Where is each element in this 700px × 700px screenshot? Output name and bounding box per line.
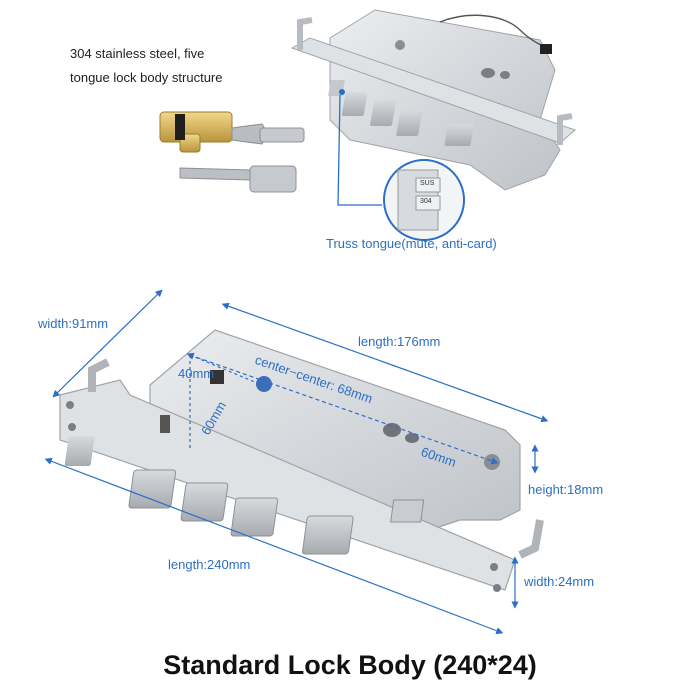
dimension-lines (44, 289, 549, 635)
width-91-label: width:91mm (38, 316, 109, 331)
cylinder-and-keys (159, 111, 305, 193)
truss-tongue-label: Truss tongue(mute, anti-card) (326, 236, 497, 251)
height-18-label: height:18mm (528, 482, 604, 497)
dim-40-label: 40mm (178, 366, 215, 381)
description-line-1: 304 stainless steel, five (70, 46, 205, 61)
caption-title: Standard Lock Body (240*24) (163, 650, 537, 680)
length-240-label: length:240mm (168, 557, 251, 572)
width-24-label: width:24mm (524, 574, 595, 589)
top-lock-body (290, 9, 576, 191)
length-176-label: length:176mm (358, 334, 441, 349)
stamp-line-2: 304 (420, 198, 432, 205)
description-line-2: tongue lock body structure (70, 70, 223, 85)
stamp-line-1: SUS (420, 180, 435, 187)
truss-tongue-callout (337, 89, 465, 241)
